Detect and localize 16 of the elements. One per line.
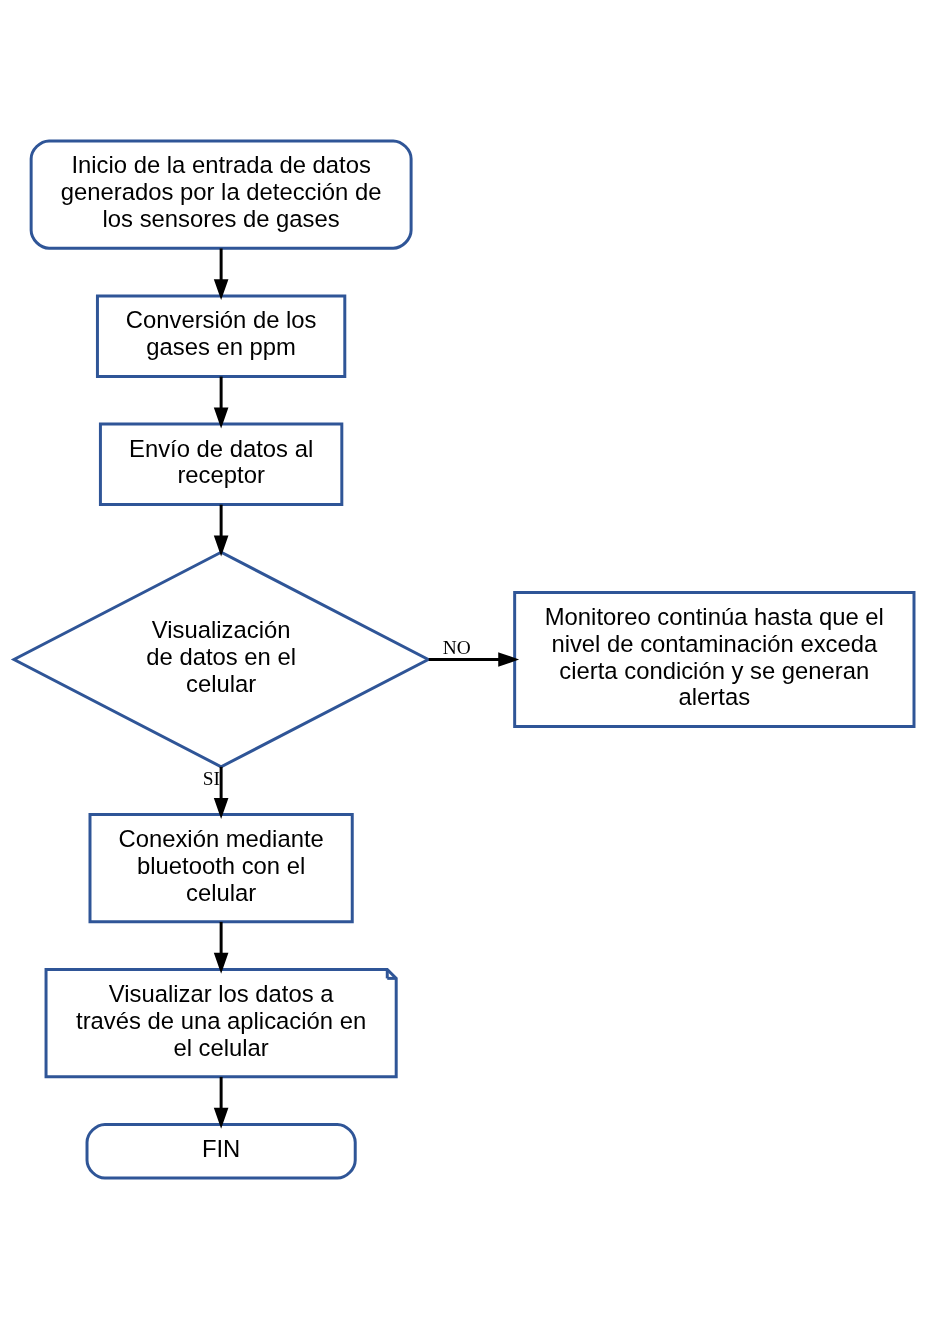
node-box: Conexión mediante bluetooth con el celular (88, 812, 354, 923)
arrow (213, 504, 229, 556)
node-box: Envío de datos al receptor (98, 422, 344, 506)
arrow (428, 651, 520, 667)
arrow (213, 766, 229, 819)
node-box: Conversión de los gases en ppm (95, 293, 347, 378)
node-box: FIN (85, 1122, 357, 1180)
node-box: Monitoreo continúa hasta que el nivel de contaminación exceda cierta condición y se generan alertas (513, 590, 916, 728)
arrow (213, 921, 229, 974)
arrow (213, 248, 229, 300)
edge-label: NO (442, 636, 471, 658)
edge-label: SI (202, 767, 221, 789)
arrow (213, 1076, 229, 1129)
arrow (213, 376, 229, 428)
node-box: Inicio de la entrada de datos generados por la detección de los sensores de gases (29, 138, 413, 250)
node-diamond: Visualización de datos en el celular (10, 550, 432, 768)
